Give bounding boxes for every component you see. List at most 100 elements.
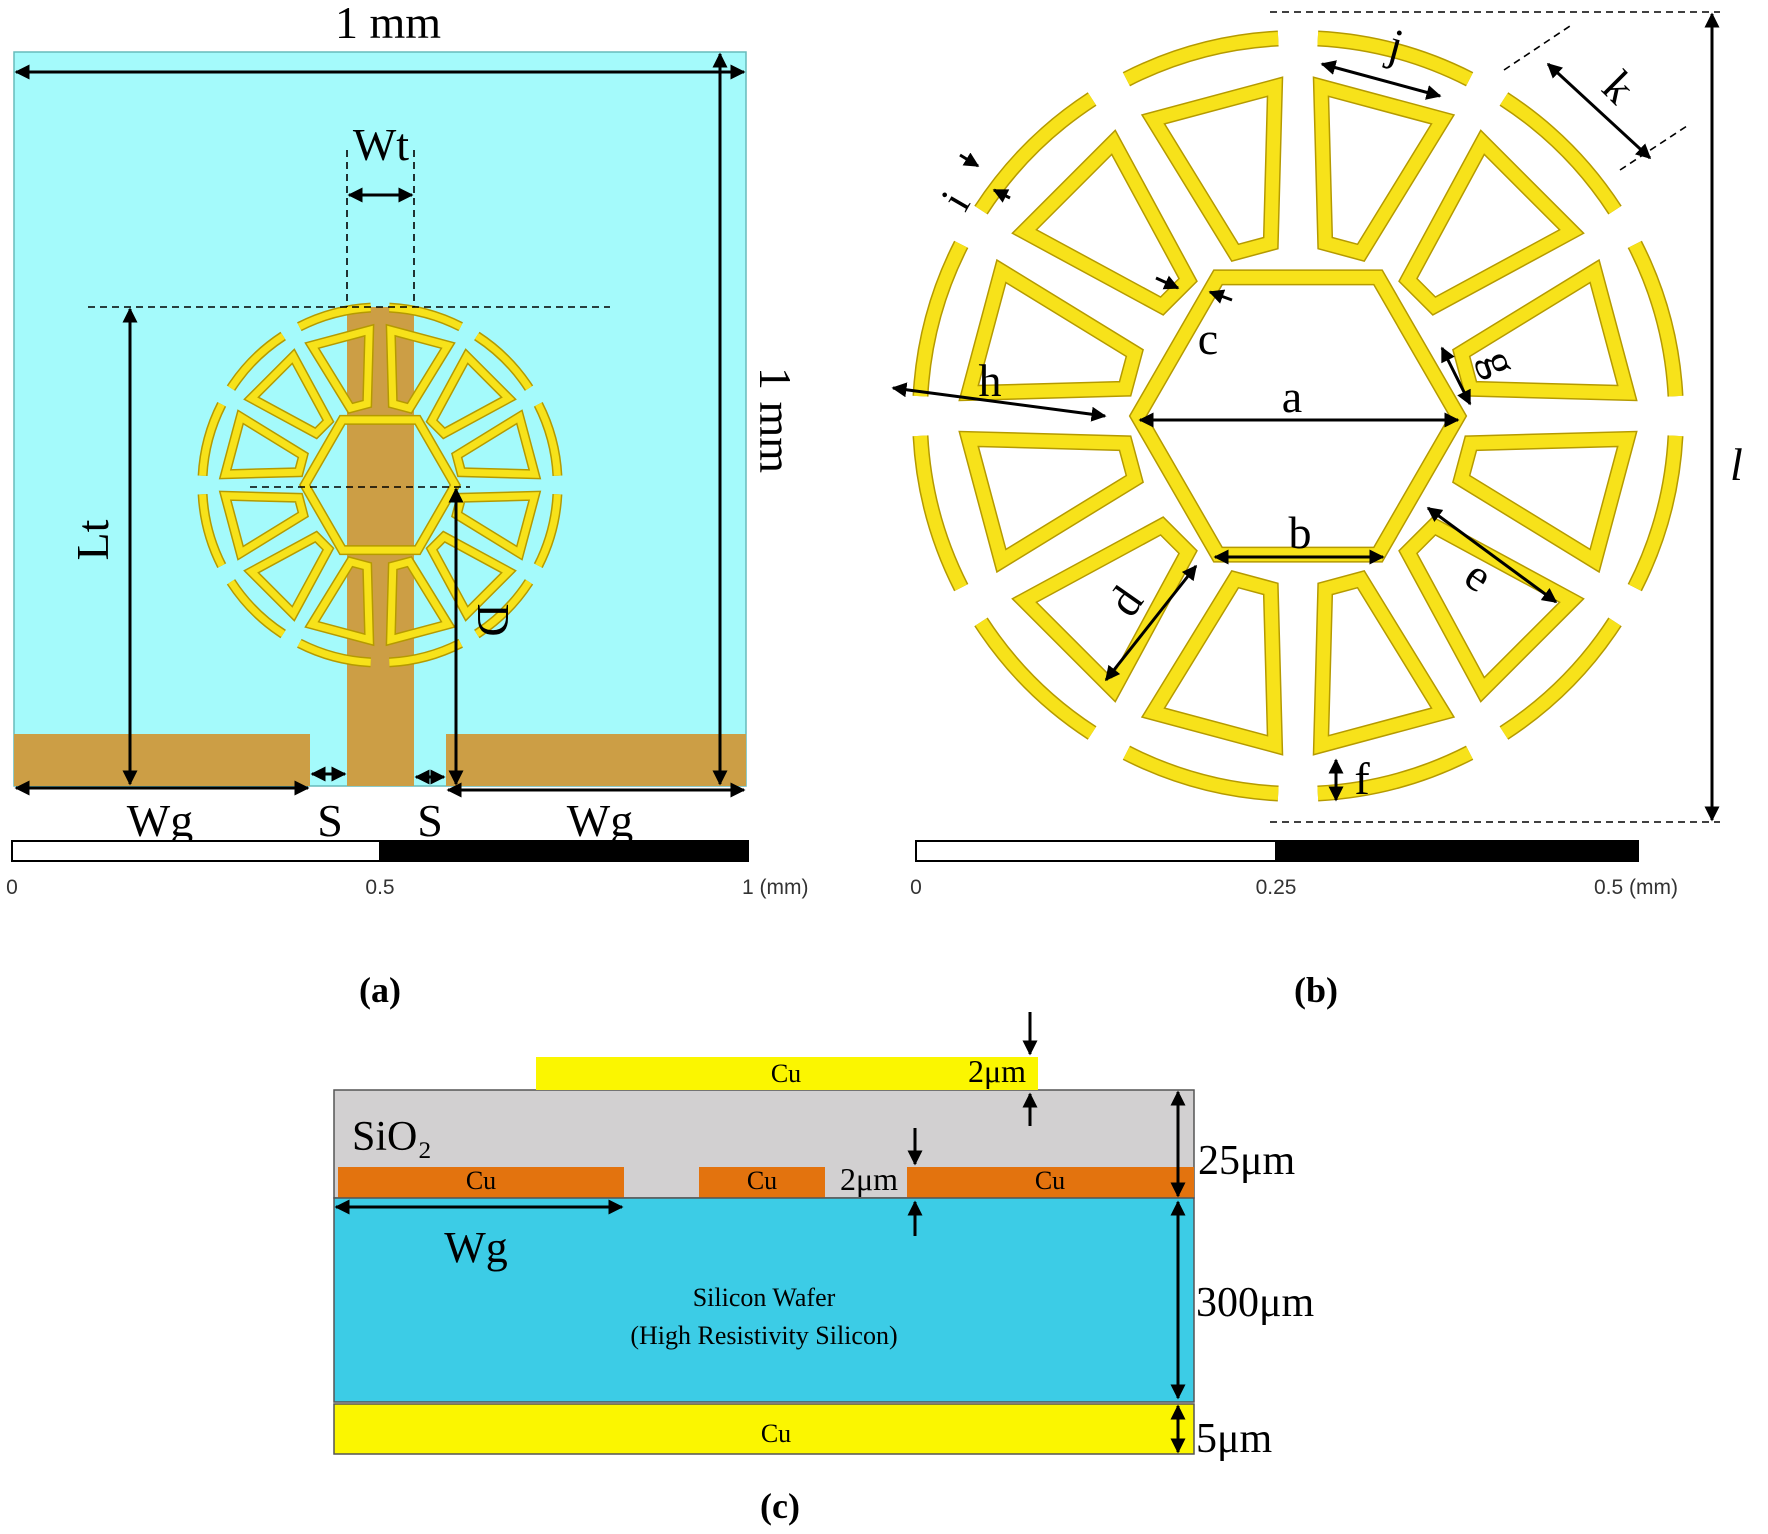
dim-c-2 bbox=[1208, 289, 1233, 304]
dim-d bbox=[1104, 564, 1198, 682]
outer-arc bbox=[1500, 93, 1621, 214]
dim-g bbox=[1440, 346, 1472, 406]
outer-arc bbox=[1317, 32, 1473, 85]
outer-arc bbox=[1123, 32, 1279, 85]
outer-arc bbox=[914, 435, 967, 591]
label-wg-left: Wg bbox=[127, 795, 193, 846]
dim-i-2 bbox=[992, 188, 1011, 203]
guide-k-top bbox=[1503, 25, 1571, 71]
top-cu-layer bbox=[536, 1057, 1038, 1090]
top-thickness-label: 2μm bbox=[968, 1053, 1026, 1089]
spoke-cell bbox=[387, 557, 454, 645]
ground-plane-right bbox=[446, 734, 746, 786]
ground-plane-left bbox=[14, 734, 310, 786]
spoke-cell bbox=[1399, 131, 1583, 315]
label-a: a bbox=[1282, 371, 1302, 422]
dim-e bbox=[1426, 506, 1558, 604]
panel-c: Cu SiO₂ Cu Cu Cu Silicon Wafer (High Res… bbox=[333, 1012, 1315, 1526]
mid-cu-left-label: Cu bbox=[466, 1166, 496, 1195]
outer-arc bbox=[474, 333, 532, 391]
outer-arc bbox=[914, 241, 967, 397]
caption-a: (a) bbox=[359, 970, 401, 1010]
spoke-cell bbox=[306, 557, 373, 645]
wafer-thickness-label: 300μm bbox=[1196, 1280, 1315, 1326]
silicon-wafer bbox=[333, 1197, 1195, 1403]
outer-arc bbox=[1317, 747, 1473, 800]
outer-arc bbox=[228, 579, 286, 637]
scale-bar-b-black bbox=[1275, 840, 1639, 862]
scale-bar-b-white bbox=[915, 840, 1277, 862]
label-i: i bbox=[931, 183, 980, 218]
outer-arc bbox=[199, 402, 225, 476]
spoke-cell bbox=[1143, 571, 1282, 754]
spoke-cell bbox=[220, 492, 308, 559]
dim-h bbox=[891, 382, 1107, 422]
label-wg-right: Wg bbox=[567, 795, 633, 846]
mid-cu-right bbox=[907, 1167, 1194, 1198]
spoke-cell bbox=[1453, 432, 1636, 571]
scale-b-tick-1: 0.25 bbox=[1256, 876, 1297, 899]
label-s-left: S bbox=[317, 795, 343, 846]
mid-cu-center-label: Cu bbox=[747, 1166, 777, 1195]
spoke-cell bbox=[306, 325, 373, 413]
outer-arc bbox=[474, 579, 532, 637]
label-b: b bbox=[1289, 507, 1312, 558]
spoke-cell bbox=[427, 350, 515, 438]
spoke-cell bbox=[220, 411, 308, 478]
panel-b: l a b c d e f g h i j k 0 0.25 0.5 (mm) … bbox=[891, 11, 1743, 1010]
bottom-thickness-label: 5μm bbox=[1196, 1416, 1273, 1462]
scale-bar-white bbox=[11, 840, 381, 862]
label-l: l bbox=[1730, 439, 1743, 490]
hexagon-ring bbox=[300, 416, 460, 554]
outer-arc bbox=[1629, 241, 1682, 397]
spoke-cell bbox=[1399, 517, 1583, 701]
spoke-cell bbox=[1314, 78, 1453, 261]
label-h: h bbox=[979, 355, 1002, 406]
caption-c: (c) bbox=[760, 1486, 800, 1526]
dim-i-1 bbox=[959, 152, 980, 168]
panel-a: 1 mm 1 mm Wt Lt D Wg S S Wg 0 0.5 1 (mm)… bbox=[6, 0, 808, 1010]
spoke-cell bbox=[245, 532, 333, 620]
outer-arc bbox=[389, 304, 463, 330]
bottom-cu-layer bbox=[333, 1403, 1195, 1455]
mid-cu-left bbox=[338, 1167, 624, 1198]
outer-arc bbox=[535, 402, 561, 476]
scale-b-tick-2: 0.5 (mm) bbox=[1594, 876, 1678, 899]
label-f: f bbox=[1354, 753, 1370, 804]
mid-thickness-label: 2μm bbox=[840, 1161, 898, 1197]
outer-arc bbox=[1123, 747, 1279, 800]
spoke-cell bbox=[452, 411, 540, 478]
label-height: 1 mm bbox=[750, 367, 801, 473]
label-d: D bbox=[468, 603, 519, 636]
spoke-cell bbox=[1143, 78, 1282, 261]
label-k: k bbox=[1593, 61, 1645, 113]
outer-arc bbox=[1629, 435, 1682, 591]
spoke-cell bbox=[245, 350, 333, 438]
outer-arc bbox=[975, 93, 1096, 214]
label-c: c bbox=[1198, 313, 1218, 364]
spoke-cell bbox=[387, 325, 454, 413]
outer-arc bbox=[228, 333, 286, 391]
outer-arc bbox=[975, 618, 1096, 739]
outer-arc bbox=[1500, 618, 1621, 739]
top-cu-label: Cu bbox=[771, 1059, 801, 1088]
scale-tick-0: 0 bbox=[6, 876, 18, 899]
spoke-cell bbox=[427, 532, 515, 620]
scale-bar-black bbox=[379, 840, 749, 862]
spoke-cell bbox=[1314, 571, 1453, 754]
label-e: e bbox=[1456, 549, 1502, 602]
spoke-cell bbox=[960, 432, 1143, 571]
bottom-cu-label: Cu bbox=[761, 1419, 791, 1448]
scale-tick-2: 1 (mm) bbox=[742, 876, 809, 899]
scale-b-tick-0: 0 bbox=[910, 876, 922, 899]
label-d: d bbox=[1098, 577, 1153, 625]
dim-j bbox=[1320, 60, 1442, 100]
outer-arc bbox=[297, 640, 371, 666]
outer-arc bbox=[535, 494, 561, 568]
mid-cu-right-label: Cu bbox=[1035, 1166, 1065, 1195]
oxide-thickness-label: 25μm bbox=[1198, 1138, 1296, 1184]
caption-b: (b) bbox=[1294, 970, 1338, 1010]
label-s-right: S bbox=[417, 795, 443, 846]
wafer-label-1: Silicon Wafer bbox=[693, 1283, 836, 1312]
